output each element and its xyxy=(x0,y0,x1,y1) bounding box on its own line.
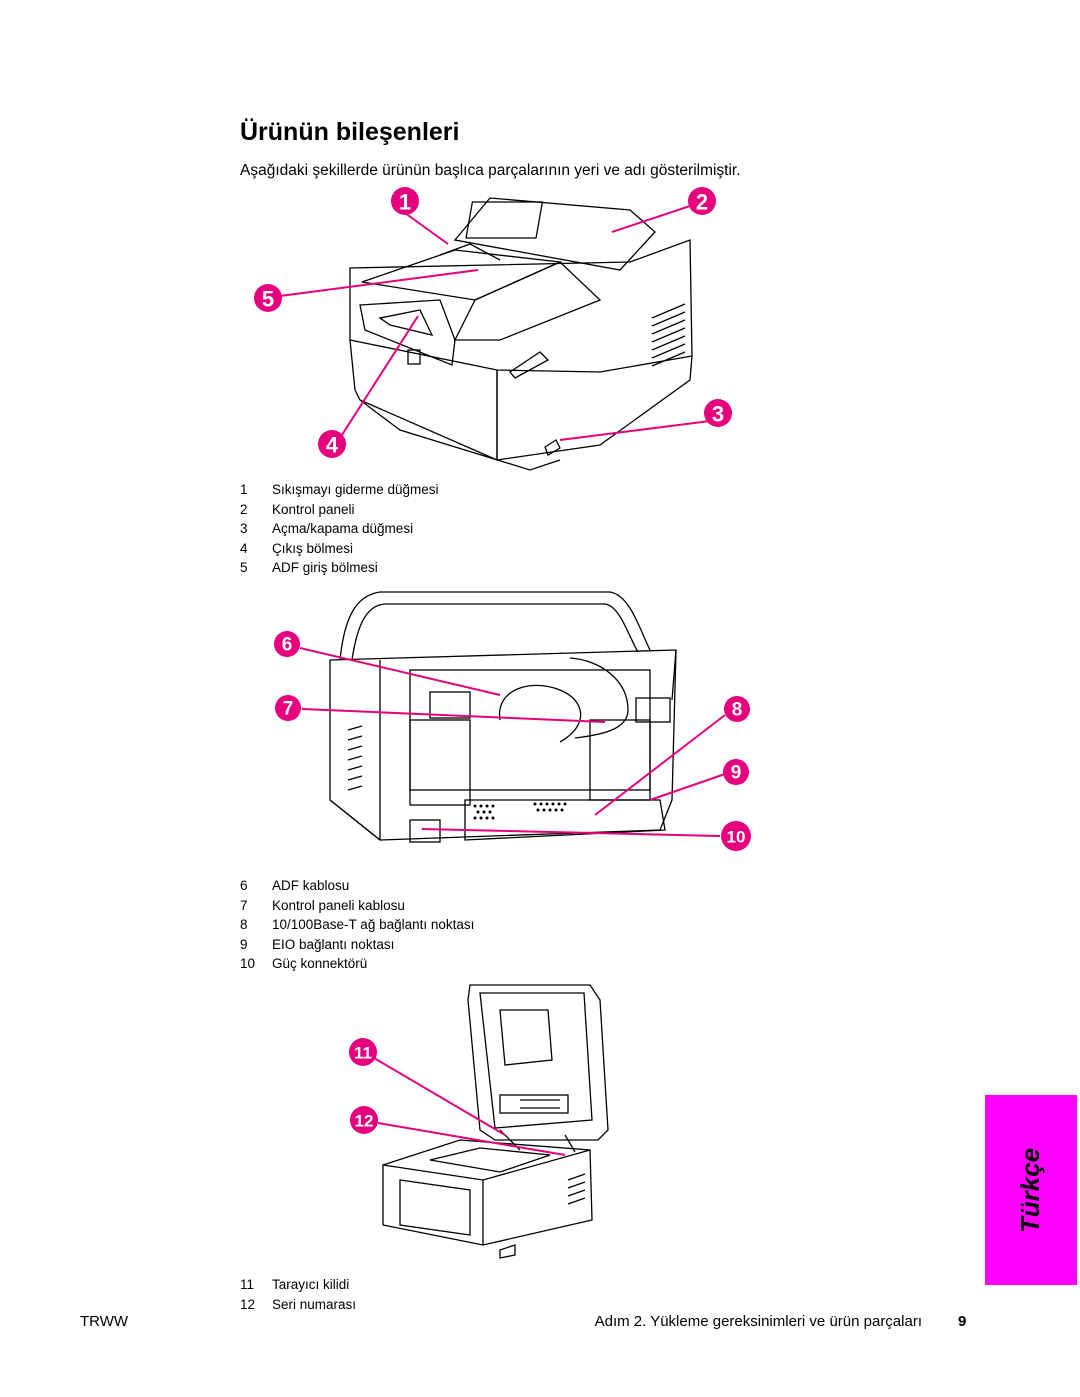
legend-item: 8 10/100Base-T ağ bağlantı noktası xyxy=(240,915,474,935)
legend-number: 6 xyxy=(240,878,248,893)
callout-2-label: 2 xyxy=(696,190,708,215)
callout-4-marker xyxy=(318,430,346,458)
callout-8-marker xyxy=(724,696,750,722)
legend-item: 6 ADF kablosu xyxy=(240,876,474,896)
legend-number: 2 xyxy=(240,501,248,517)
legend-number: 3 xyxy=(240,521,248,537)
footer-doc-code: TRWW xyxy=(80,1313,129,1330)
legend-label: Çıkış bölmesi xyxy=(272,540,354,556)
callout-1-label: 1 xyxy=(399,190,411,215)
legend-number: 10 xyxy=(240,956,256,972)
callout-7-marker xyxy=(275,695,301,721)
legend-number: 12 xyxy=(240,1296,256,1312)
callout-12-marker xyxy=(350,1106,378,1134)
language-tab-label: Türkçe xyxy=(1015,1147,1046,1233)
callout-11-marker xyxy=(349,1038,377,1066)
callout-9-marker xyxy=(723,759,749,785)
legend-item: 1 Sıkışmayı giderme düğmesi xyxy=(240,480,439,500)
legend-number: 7 xyxy=(240,897,248,913)
callout-5-marker xyxy=(254,284,282,312)
callout-12-label: 12 xyxy=(355,1112,374,1131)
legend-scanner-open: 11 Tarayıcı kilidi 12 Seri numarası xyxy=(240,1275,356,1314)
legend-item: 11 Tarayıcı kilidi xyxy=(240,1275,356,1295)
legend-label: 10/100Base-T ağ bağlantı noktası xyxy=(272,917,475,933)
callout-9-label: 9 xyxy=(731,763,742,784)
callout-10-label: 10 xyxy=(727,828,746,847)
legend-number: 8 xyxy=(240,917,248,933)
legend-label: Tarayıcı kilidi xyxy=(272,1277,350,1292)
page-number: 9 xyxy=(958,1313,967,1330)
legend-label: ADF giriş bölmesi xyxy=(272,560,378,576)
callout-1-marker xyxy=(391,187,419,215)
legend-item: 12 Seri numarası xyxy=(240,1295,356,1315)
callout-6-marker xyxy=(274,631,300,657)
callout-4-label: 4 xyxy=(326,433,339,458)
legend-label: EIO bağlantı noktası xyxy=(272,936,395,952)
legend-item: 4 Çıkış bölmesi xyxy=(240,539,439,559)
legend-item: 10 Güç konnektörü xyxy=(240,954,474,974)
legend-label: Açma/kapama düğmesi xyxy=(272,521,414,537)
legend-number: 5 xyxy=(240,560,248,576)
legend-item: 9 EIO bağlantı noktası xyxy=(240,935,474,955)
callout-10-marker xyxy=(721,821,751,851)
legend-label: Seri numarası xyxy=(272,1296,357,1312)
legend-item: 5 ADF giriş bölmesi xyxy=(240,558,439,578)
callout-11-label: 11 xyxy=(354,1044,372,1063)
callout-6-label: 6 xyxy=(282,635,293,656)
figure-rear-view: 6 7 8 9 10 xyxy=(274,591,751,851)
legend-number: 1 xyxy=(240,482,248,497)
legend-item: 2 Kontrol paneli xyxy=(240,500,439,520)
legend-label: Kontrol paneli xyxy=(272,501,355,517)
callout-3-label: 3 xyxy=(712,402,724,427)
page-title: Ürünün bileşenleri xyxy=(240,118,460,146)
legend-label: ADF kablosu xyxy=(272,878,350,893)
footer-chapter-title: Adım 2. Yükleme gereksinimleri ve ürün p… xyxy=(594,1313,922,1330)
legend-number: 9 xyxy=(240,936,248,952)
language-tab: Türkçe xyxy=(985,1095,1077,1285)
legend-label: Sıkışmayı giderme düğmesi xyxy=(272,482,439,497)
callout-2-marker xyxy=(688,187,716,215)
callout-8-label: 8 xyxy=(732,700,743,721)
legend-rear-view: 6 ADF kablosu 7 Kontrol paneli kablosu 8 10… xyxy=(240,876,474,974)
legend-label: Güç konnektörü xyxy=(272,956,368,972)
legend-item: 7 Kontrol paneli kablosu xyxy=(240,896,474,916)
legend-number: 4 xyxy=(240,540,248,556)
callout-5-label: 5 xyxy=(262,287,274,312)
figure-scanner-open: 11 12 xyxy=(349,984,609,1259)
legend-front-view: 1 Sıkışmayı giderme düğmesi 2 Kontrol pane… xyxy=(240,480,439,578)
legend-item: 3 Açma/kapama düğmesi xyxy=(240,519,439,539)
intro-text: Aşağıdaki şekillerde ürünün başlıca parç… xyxy=(240,162,741,179)
callout-3-marker xyxy=(704,399,732,427)
legend-number: 11 xyxy=(240,1277,255,1292)
figure-front-view: 1 2 3 4 5 xyxy=(254,187,732,471)
legend-label: Kontrol paneli kablosu xyxy=(272,897,405,913)
callout-7-label: 7 xyxy=(283,699,294,720)
